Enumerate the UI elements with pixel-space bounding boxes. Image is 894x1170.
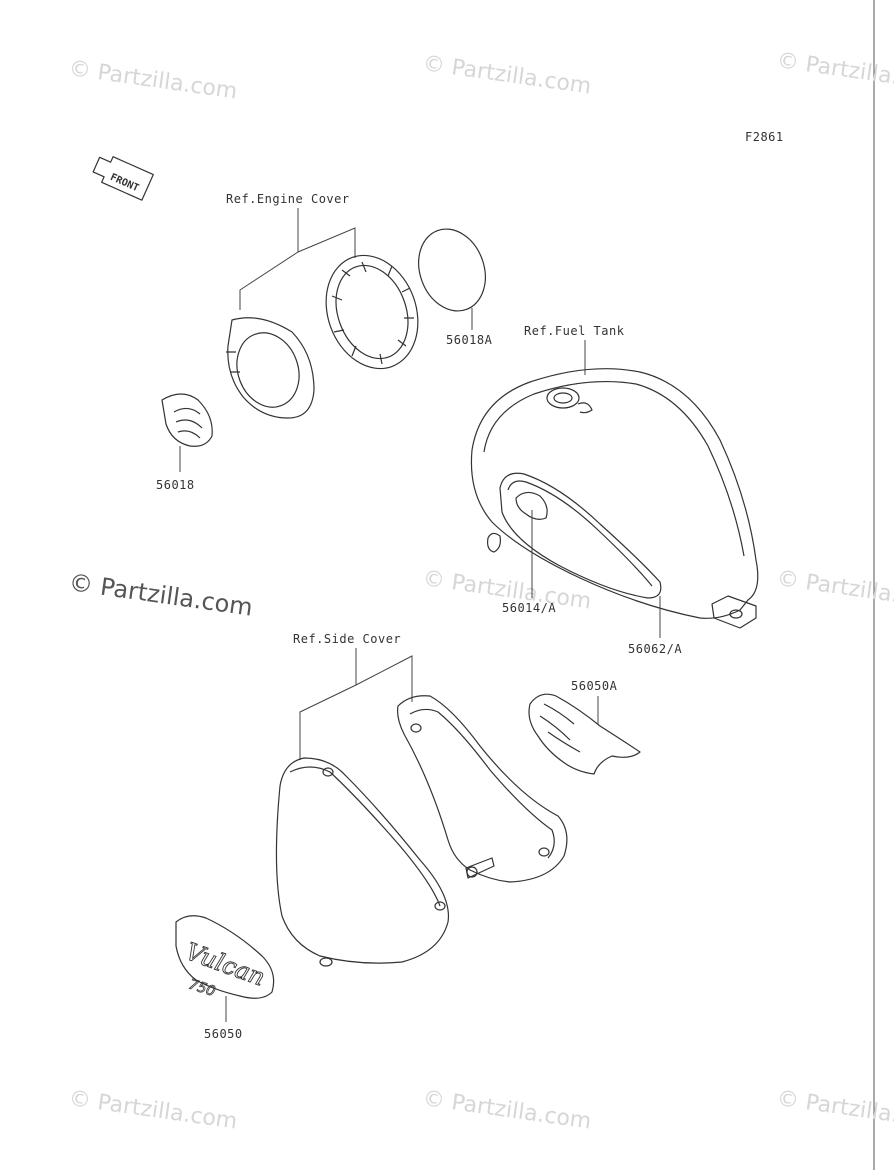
part-56014a-label: 56014/A [502, 601, 556, 615]
side-cover-frame [397, 695, 568, 883]
watermark-text: © Partzilla.com [775, 1086, 894, 1134]
watermark-text: © Partzilla.com [421, 51, 593, 99]
emblem-number-text: 750 [187, 977, 217, 1001]
part-56050a-label: 56050A [571, 679, 618, 693]
front-arrow-icon: FRONT [92, 156, 154, 201]
emblem-56050: Vulcan 750 [175, 915, 275, 1001]
watermark-text: © Partzilla.com [67, 1086, 239, 1134]
part-56050-label: 56050 [204, 1027, 243, 1041]
ref-side-cover-leader [299, 648, 413, 760]
ref-engine-cover-leader [239, 208, 356, 310]
ref-fuel-tank-label: Ref.Fuel Tank [524, 324, 625, 338]
engine-cover-plate [226, 317, 315, 419]
watermark-text: © Partzilla.com [775, 48, 894, 96]
decal-56050a [528, 693, 641, 775]
watermark-text: © Partzilla.com [67, 56, 239, 104]
side-cover-front [275, 757, 450, 967]
part-56018-label: 56018 [156, 478, 195, 492]
watermark-text: © Partzilla.com [421, 1086, 593, 1134]
part-56018a-label: 56018A [446, 333, 493, 347]
part-56062a-label: 56062/A [628, 642, 682, 656]
front-arrow-label: FRONT [108, 172, 140, 194]
fuel-tank [470, 368, 759, 629]
figure-code: F2861 [745, 130, 784, 144]
watermark-text: © Partzilla.com [775, 566, 894, 614]
watermark-strong: © Partzilla.com [67, 568, 254, 622]
engine-cover-ring [325, 254, 419, 370]
o-ring-56018a [418, 228, 486, 312]
emblem-56018 [161, 393, 213, 447]
watermark-text: © Partzilla.com [67, 568, 254, 622]
ref-side-cover-label: Ref.Side Cover [293, 632, 401, 646]
ref-engine-cover-label: Ref.Engine Cover [226, 192, 350, 206]
